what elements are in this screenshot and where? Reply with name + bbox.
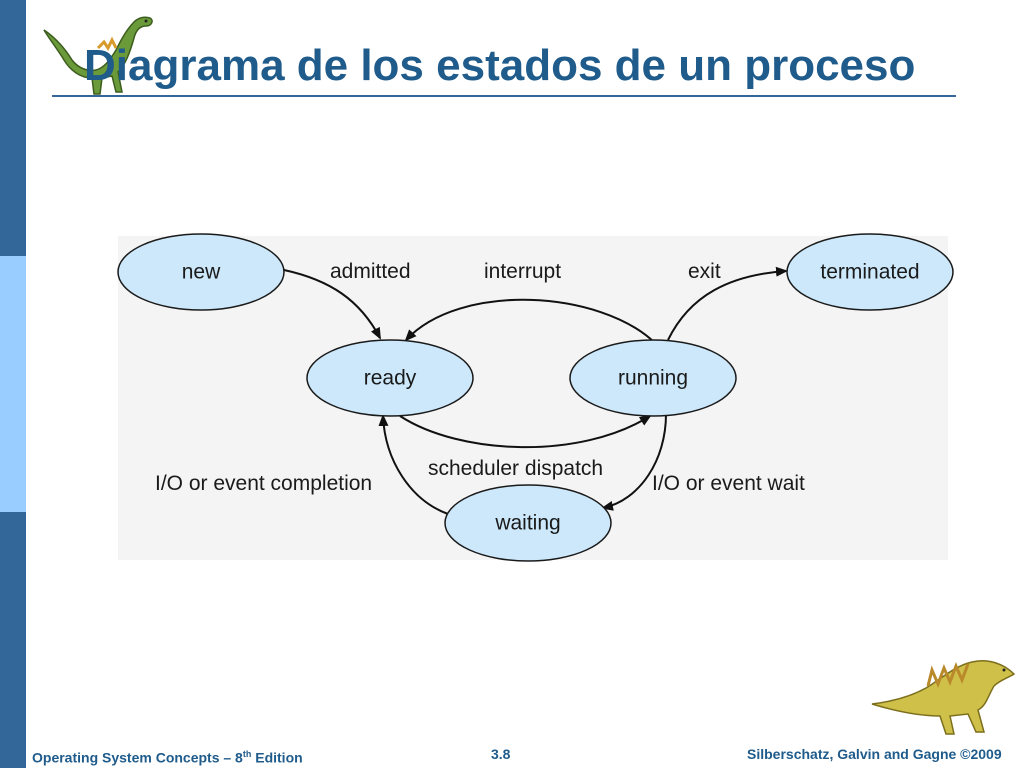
label-scheduler-dispatch: scheduler dispatch — [428, 457, 603, 480]
label-io-event-completion: I/O or event completion — [155, 472, 372, 495]
state-waiting: waiting — [444, 484, 612, 562]
arrow-io-event-completion — [378, 414, 449, 515]
left-sidebar — [0, 0, 26, 768]
footer-book-title-text: Operating System Concepts – 8 — [32, 749, 243, 766]
state-running-label: running — [618, 367, 688, 390]
footer-book-title: Operating System Concepts – 8th Edition — [32, 744, 303, 768]
label-interrupt: interrupt — [484, 260, 561, 283]
state-waiting-label: waiting — [494, 512, 560, 535]
state-terminated-label: terminated — [820, 261, 919, 284]
sidebar-top — [0, 0, 26, 256]
footer-edition-suffix: th — [242, 749, 252, 759]
dinosaur-icon — [43, 16, 153, 95]
state-new: new — [117, 233, 285, 311]
state-terminated: terminated — [786, 233, 954, 311]
arrow-interrupt — [404, 298, 656, 344]
title-underline — [52, 95, 956, 97]
slide-title: Diagrama de los estados de un proceso — [84, 41, 916, 90]
arrow-exit — [667, 266, 788, 341]
footer-edition-label: Edition — [251, 749, 303, 766]
arrow-scheduler-dispatch — [399, 414, 652, 449]
footer-authors: Silberschatz, Galvin and Gagne ©2009 — [747, 746, 1002, 762]
label-admitted: admitted — [330, 260, 411, 283]
sidebar-bottom — [0, 512, 26, 768]
label-exit: exit — [688, 260, 721, 283]
arrow-io-event-wait — [601, 413, 667, 511]
state-ready-label: ready — [364, 367, 417, 390]
state-ready: ready — [306, 339, 474, 417]
state-running: running — [569, 339, 737, 417]
footer-page-number: 3.8 — [491, 746, 511, 762]
label-io-event-wait: I/O or event wait — [652, 472, 805, 495]
dinosaur-icon — [871, 660, 1016, 735]
sidebar-middle — [0, 256, 26, 512]
state-new-label: new — [182, 261, 221, 284]
arrow-admitted — [283, 269, 381, 340]
